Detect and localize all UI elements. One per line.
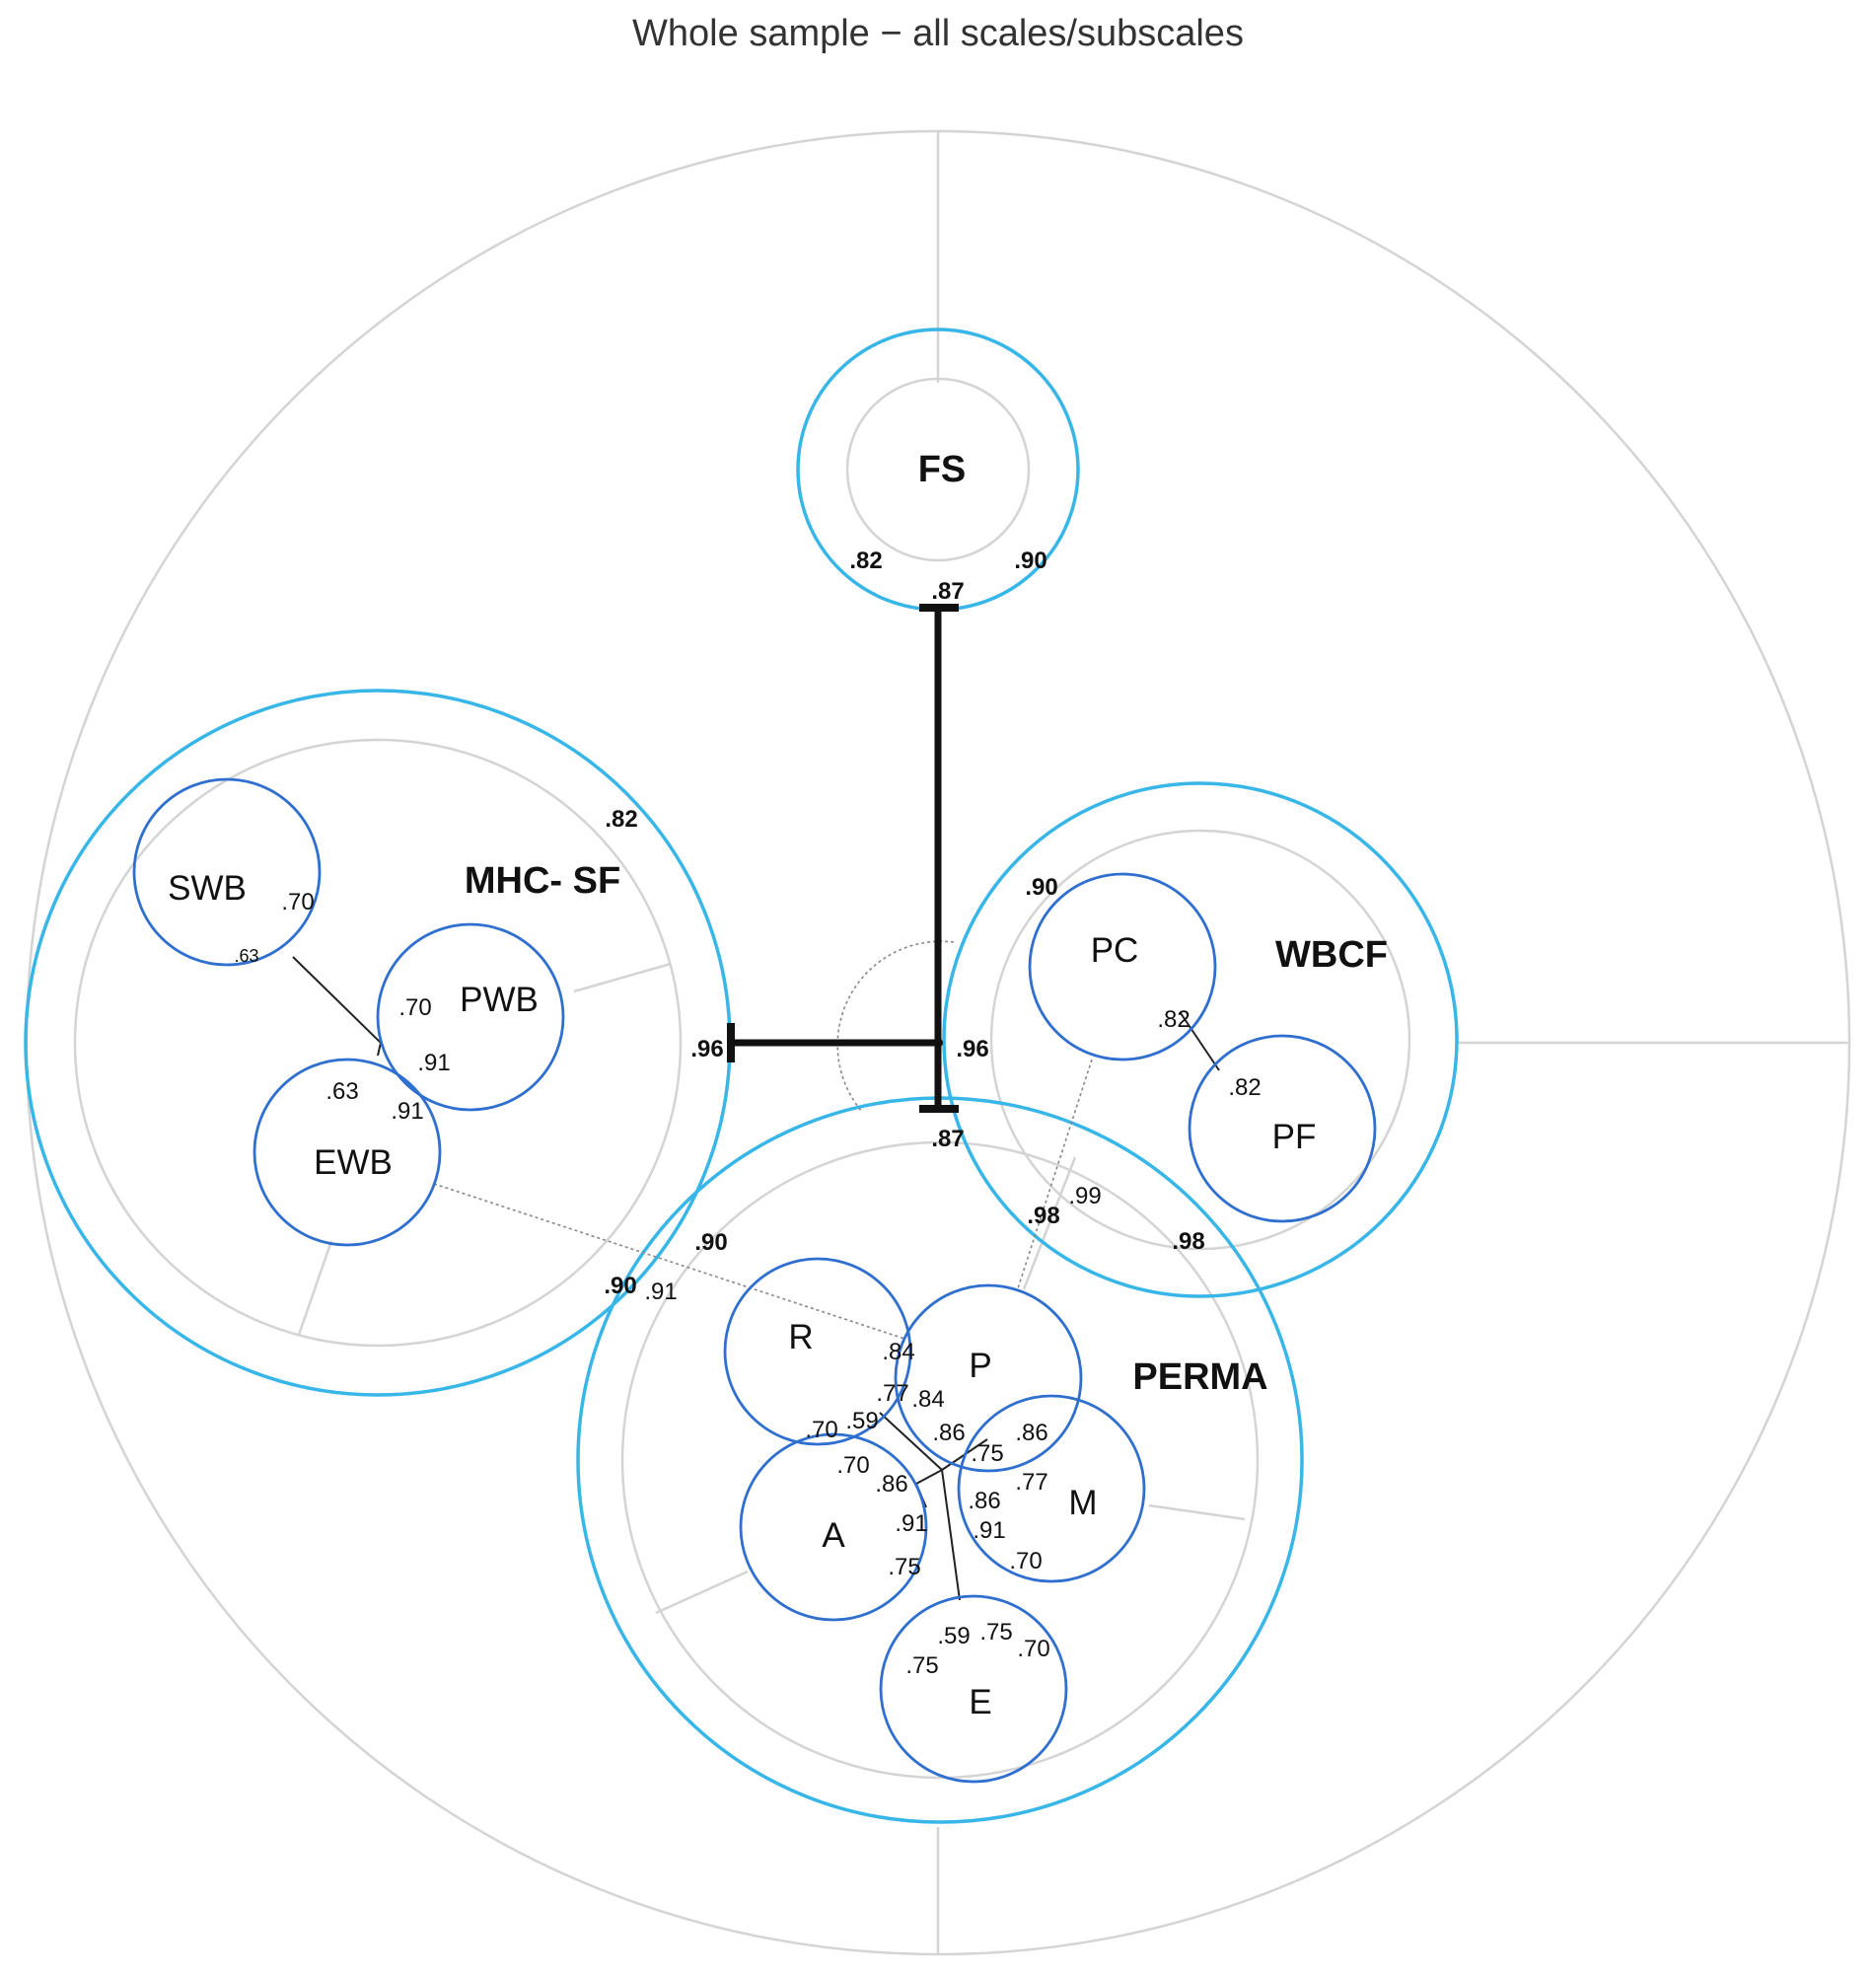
value-label: .75 [905,1652,938,1679]
perma-label: PERMA [1132,1356,1267,1398]
value-label: .90 [1025,874,1057,901]
value-label: .84 [911,1386,944,1413]
value-label: .96 [690,1036,723,1062]
value-label: .70 [281,889,314,915]
value-label: .86 [875,1471,907,1498]
wbcf-scale-ring [942,781,1459,1298]
value-label: .84 [882,1339,914,1365]
central-links [727,604,959,1113]
value-label: .82 [849,548,882,574]
p-circle [894,1283,1083,1473]
value-label: .91 [973,1517,1005,1544]
value-label: .82 [605,806,637,833]
value-label: .70 [398,994,431,1021]
value-label: .90 [694,1229,727,1256]
ewb-label: EWB [314,1143,393,1182]
m-label: M [1068,1484,1097,1522]
subscale-links [292,956,1220,1601]
value-label: .87 [931,578,964,605]
value-label: .91 [644,1279,677,1305]
value-label: .82 [1157,1006,1190,1033]
cluster-inner-rings [73,377,1411,1780]
a-label: A [822,1516,845,1555]
value-label: .91 [391,1098,423,1125]
value-label: .75 [888,1554,920,1580]
dashed-links [433,1059,1093,1340]
value-label: .82 [1228,1074,1261,1101]
value-label: .59 [937,1623,970,1649]
value-label: .98 [1027,1203,1059,1229]
value-label: .90 [604,1273,636,1299]
value-label: .99 [1068,1183,1101,1209]
a-circle [739,1432,928,1622]
e-label: E [969,1683,991,1721]
perma-scale-ring [576,1096,1304,1824]
fs-label: FS [918,449,967,490]
m-circle [957,1394,1146,1583]
value-label: .59 [845,1408,878,1434]
value-label: .70 [1009,1548,1042,1574]
value-label: .77 [1015,1469,1047,1496]
pwb-label: PWB [460,981,539,1019]
value-label: .63 [234,946,258,966]
pwb-circle [376,922,565,1112]
value-label: .98 [1172,1228,1204,1255]
p-label: P [969,1347,991,1385]
value-label: .77 [876,1380,908,1407]
pc-label: PC [1091,931,1139,970]
value-label: .91 [417,1050,450,1076]
value-label: .86 [932,1420,965,1446]
center-dotted-arc [836,940,955,1113]
value-label: .90 [1014,548,1046,574]
r-circle [723,1257,912,1446]
value-label: .70 [1017,1636,1049,1662]
diagram-title: Whole sample − all scales/subscales [632,13,1244,54]
pc-circle [1028,872,1217,1061]
mhc-sf-label: MHC- SF [465,860,620,902]
ewb-circle [253,1058,442,1247]
value-label: .75 [979,1619,1012,1646]
swb-label: SWB [168,869,247,908]
value-label: .86 [1015,1420,1047,1446]
swb-circle [132,777,322,967]
pf-label: PF [1272,1118,1317,1156]
value-label: .70 [805,1417,837,1443]
value-label: .87 [931,1126,964,1152]
value-label: .75 [971,1440,1003,1467]
value-label: .70 [836,1452,869,1479]
value-label: .86 [968,1488,1000,1514]
pf-circle [1188,1034,1377,1223]
e-circle [879,1594,1068,1784]
value-label: .63 [325,1078,358,1105]
value-label: .96 [956,1036,988,1062]
r-label: R [788,1318,813,1356]
wbcf-label: WBCF [1275,934,1388,976]
value-label: .91 [895,1510,927,1537]
